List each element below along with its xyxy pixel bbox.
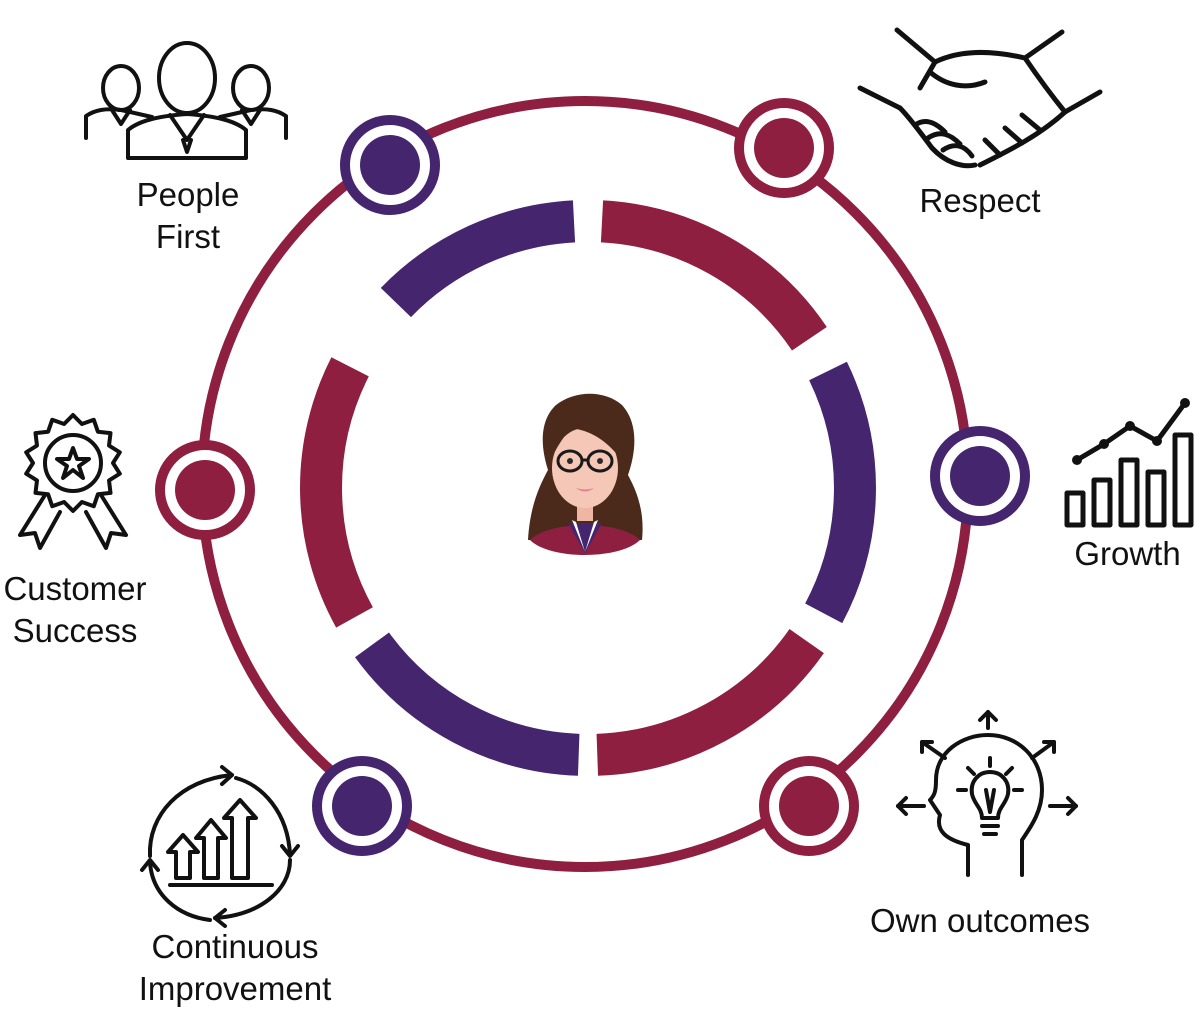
node-people-first bbox=[340, 115, 440, 215]
node-continuous-improvement bbox=[312, 756, 412, 856]
label-customer-success: Customer Success bbox=[3, 570, 147, 649]
node-customer-success bbox=[155, 440, 255, 540]
ring-segment-crimson-left bbox=[300, 357, 373, 628]
inner-segmented-ring bbox=[300, 200, 876, 776]
growth-chart-icon bbox=[1064, 398, 1194, 528]
label-people-first: People First bbox=[136, 176, 240, 255]
lightbulb-head-icon bbox=[896, 710, 1078, 877]
ring-segment-crimson-bottom-right bbox=[596, 628, 824, 776]
label-continuous-improvement: Continuous Improvement bbox=[138, 928, 332, 1007]
label-growth: Growth bbox=[1074, 535, 1181, 572]
cycle-arrows-icon bbox=[140, 765, 300, 928]
award-badge-icon bbox=[18, 413, 128, 550]
node-growth bbox=[930, 426, 1030, 526]
woman-avatar-icon bbox=[528, 393, 643, 555]
label-respect: Respect bbox=[919, 182, 1041, 219]
ring-segment-purple-top-left bbox=[380, 200, 576, 318]
group-of-people-icon bbox=[84, 41, 288, 160]
node-respect bbox=[734, 98, 834, 198]
handshake-icon bbox=[857, 27, 1103, 169]
ring-segment-purple-bottom-left bbox=[355, 632, 580, 776]
ring-segment-purple-right bbox=[805, 361, 876, 624]
ring-nodes bbox=[155, 98, 1030, 856]
ring-segment-crimson-top-right bbox=[600, 200, 827, 351]
label-own-outcomes: Own outcomes bbox=[869, 902, 1091, 939]
node-own-outcomes bbox=[759, 756, 859, 856]
